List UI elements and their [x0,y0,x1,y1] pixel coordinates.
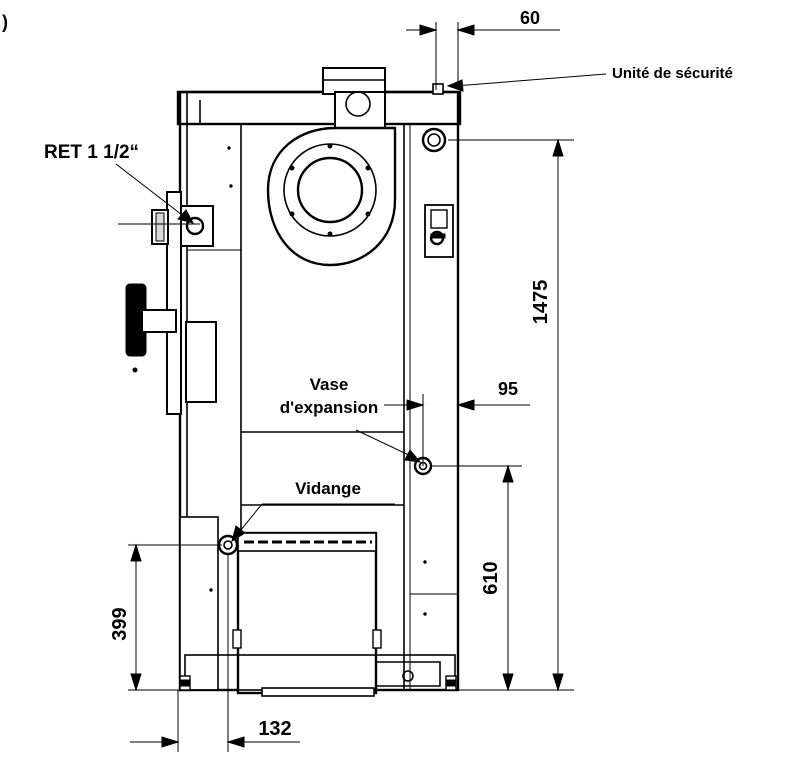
panel-dot [423,612,427,616]
return-pipe-thread [155,212,165,242]
label-expansion-line2: d'expansion [280,398,379,417]
label-safety-unit: Unité de sécurité [612,65,733,82]
top-rail [176,90,462,126]
arrow-head [552,673,564,692]
callout-expansion-vessel: Vase d'expansion [280,375,422,463]
leader-line [115,163,187,219]
arrow-head [502,464,514,483]
callout-drain: Vidange [231,479,395,543]
flange-bolt [365,211,371,217]
safety-connection-inner [427,133,441,147]
side-plate [166,191,182,415]
leader-line [355,429,416,459]
flange-bolt [327,231,333,237]
dimension-drain-offset: 132 [130,555,300,752]
panel-dot [423,560,427,564]
ash-drawer [179,531,457,697]
label-drain: Vidange [295,479,361,498]
exhaust-spigot [322,67,386,95]
dimension-top-offset: 60 [406,8,560,90]
safety-connection [421,127,447,153]
flange-bolt [289,211,295,217]
label-return-connection: RET 1 1/2“ [44,142,139,163]
flange-bolt [327,143,333,149]
handle-screw [132,367,138,373]
fan-inlet [296,156,364,224]
panel-dot [209,588,213,592]
arrow-head [231,525,246,543]
fan-housing [266,126,397,267]
return-pipe-port [185,216,205,236]
dimension-value: 95 [498,379,518,399]
drawer-hinge [372,629,382,649]
arrow-head [456,24,475,36]
ash-drawer-body [236,531,378,695]
dimension-drain-height: 399 [109,543,222,692]
base-plug [402,670,414,682]
safety-valve-cap [432,83,444,95]
flange-bolt [365,165,371,171]
dimension-value: 399 [109,607,131,640]
arrow-head [161,736,180,748]
arrow-head [177,209,194,224]
leader-line [454,73,607,87]
foot-left-pad [180,679,190,687]
callout-safety-unit: Unité de sécurité [446,65,733,92]
dimension-value: 132 [258,718,291,740]
thermostat-bar [430,233,446,239]
dimension-total-height: 1475 [448,138,574,692]
safety-unit [421,83,454,258]
figure-marker: ) [2,12,8,32]
callout-return-connection: RET 1 1/2“ [44,142,194,224]
thermostat-window [430,209,448,229]
arrow-head [226,736,245,748]
arrow-head [419,24,438,36]
dimension-value: 1475 [530,280,552,325]
drawer-foot-strip [261,687,375,697]
lower-left-panel-box [179,516,219,691]
arrow-head [130,673,142,692]
spigot-opening [345,91,371,117]
dimension-vessel-offset: 95 [384,379,530,466]
drawer-hinge [232,629,242,649]
base-tray [376,661,441,687]
left-side-fittings [118,191,217,415]
dimension-vessel-height: 610 [432,464,522,692]
arrow-head [406,399,425,411]
dimension-value: 60 [520,8,540,28]
lower-left-panel [179,516,219,691]
arrow-head [502,673,514,692]
label-expansion-line1: Vase [310,375,349,394]
dimension-value: 610 [480,561,502,594]
arrow-head [130,543,142,562]
arrow-head [456,399,475,411]
panel-dot [229,184,233,188]
flange-bolt [289,165,295,171]
side-access-panel [185,321,217,403]
foot-right-pad [446,679,456,687]
flue-fan-assembly [266,67,397,267]
drain-port-inner [223,540,233,550]
panel-dot [227,146,231,150]
arrow-head [404,449,422,463]
arrow-head [552,138,564,157]
arrow-head [446,79,464,92]
handle-bracket [141,309,177,333]
